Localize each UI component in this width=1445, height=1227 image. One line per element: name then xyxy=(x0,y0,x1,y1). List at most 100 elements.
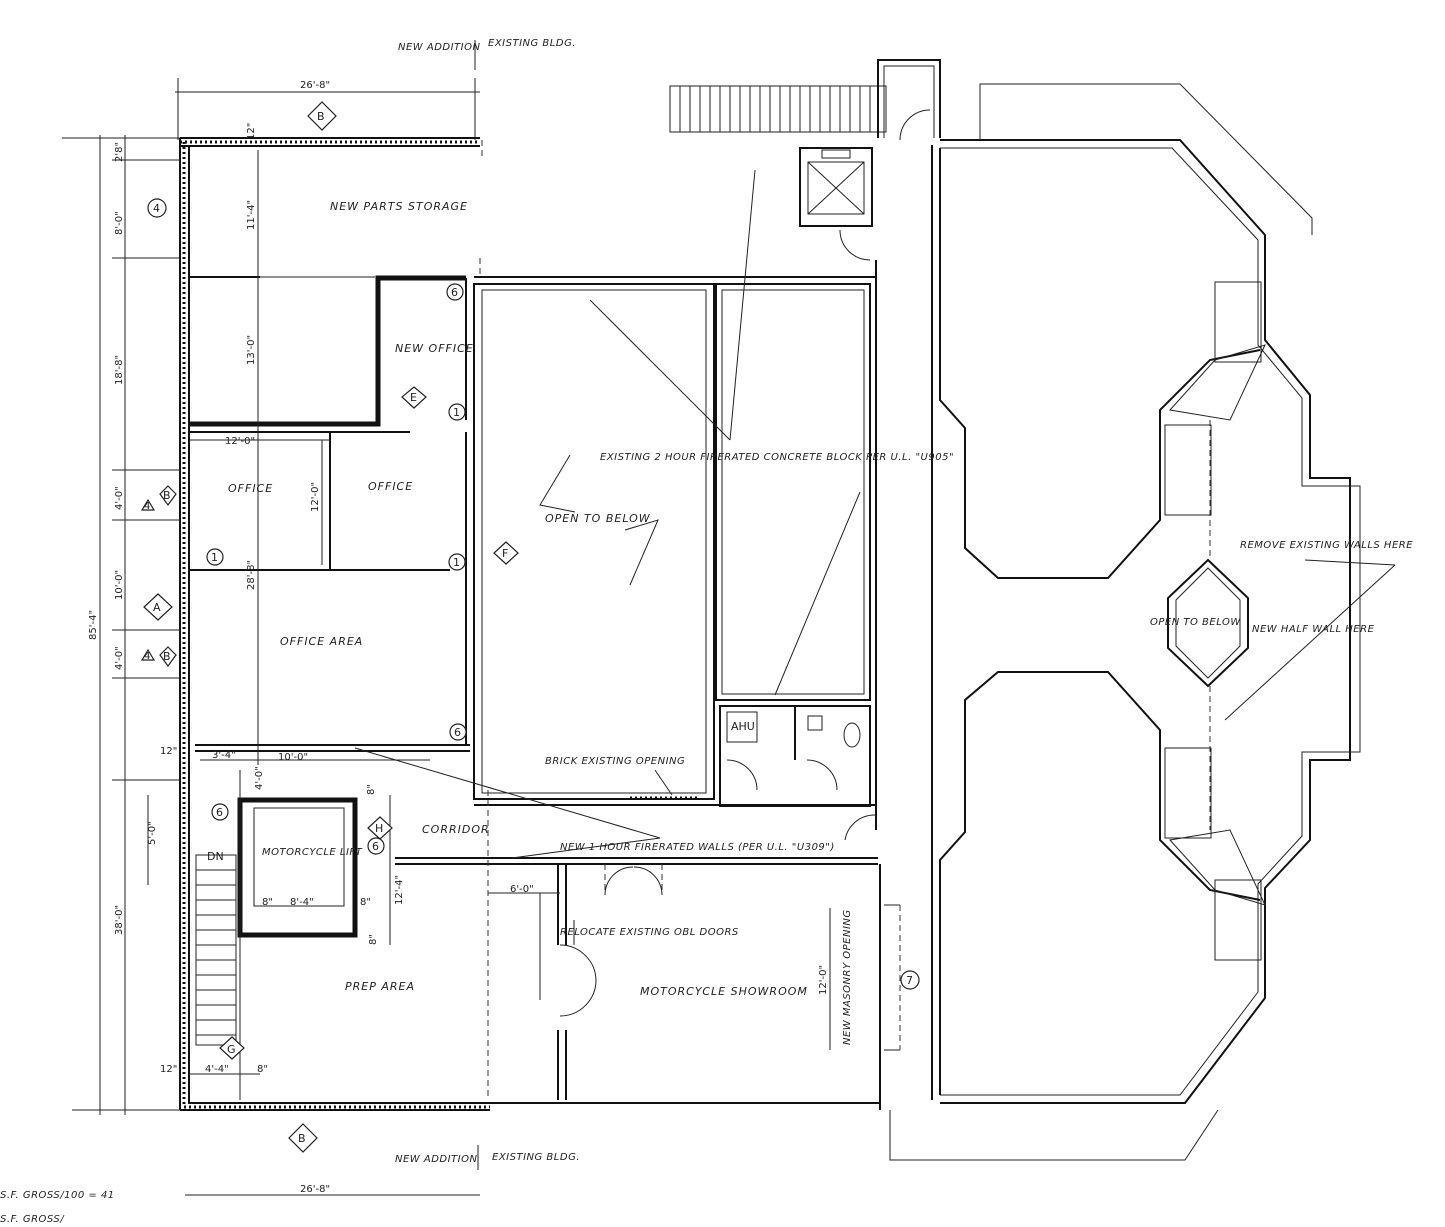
tag-h-marker: H xyxy=(367,816,393,840)
room-motorcycle-showroom: MOTORCYCLE SHOWROOM xyxy=(640,985,808,998)
dim-top-width: 26'-8" xyxy=(300,80,330,91)
dim-4-0b: 4'-0" xyxy=(114,646,125,670)
dim-12-bot: 12" xyxy=(160,1064,177,1075)
svg-text:B: B xyxy=(163,489,171,502)
new-addition-walls xyxy=(179,137,490,1111)
elevator-stairs-top xyxy=(669,59,941,261)
tag-g-marker: G xyxy=(219,1036,245,1060)
tag-4a-delta: 4 xyxy=(140,498,156,512)
tag-1c-circle: 1 xyxy=(448,553,466,571)
svg-text:1: 1 xyxy=(453,556,460,569)
tag-6b-circle: 6 xyxy=(211,803,229,821)
grid-b1-marker: B xyxy=(159,485,177,507)
note-new-masonry: NEW MASONRY OPENING xyxy=(842,909,853,1045)
room-open-to-below-small: OPEN TO BELOW xyxy=(1150,617,1241,628)
svg-text:B: B xyxy=(317,110,325,123)
tag-7-circle: 7 xyxy=(900,970,920,990)
note-new-half-wall: NEW HALF WALL HERE xyxy=(1252,624,1375,635)
room-office-area: OFFICE AREA xyxy=(280,635,363,648)
right-stairs xyxy=(1164,281,1266,961)
grid-markers: B B A B B E F H xyxy=(140,101,920,1153)
note-dn: DN xyxy=(207,850,224,863)
room-new-office: NEW OFFICE xyxy=(395,342,474,355)
note-existing-bldg-bottom: EXISTING BLDG. xyxy=(492,1152,580,1163)
dim-4-0-lift: 4'-0" xyxy=(254,766,265,790)
dim-28-8: 28'-8" xyxy=(246,560,257,590)
dim-10-0-h: 10'-0" xyxy=(278,752,308,763)
leader-lines xyxy=(354,169,1396,945)
note-new-addition-top: NEW ADDITION xyxy=(398,42,480,53)
open-to-below-shaft xyxy=(473,260,877,830)
svg-text:6: 6 xyxy=(451,286,458,299)
dim-18-8: 18'-8" xyxy=(114,355,125,385)
svg-text:B: B xyxy=(298,1132,306,1145)
svg-text:4: 4 xyxy=(144,651,150,662)
dim-12-0-show: 12'-0" xyxy=(818,965,829,995)
svg-text:G: G xyxy=(227,1043,236,1056)
dim-2-8: 2'8" xyxy=(114,142,125,162)
dim-8-lift: 8" xyxy=(366,784,377,795)
dim-11-4: 11'-4" xyxy=(246,200,257,230)
svg-text:6: 6 xyxy=(372,840,379,853)
room-new-parts-storage: NEW PARTS STORAGE xyxy=(330,200,468,213)
dim-12-top: 12" xyxy=(246,123,257,140)
svg-text:B: B xyxy=(163,650,171,663)
dim-8-4: 8'-4" xyxy=(290,897,314,908)
grid-b2-marker: B xyxy=(159,646,177,668)
dim-3-4: 3'-4" xyxy=(212,750,236,761)
room-motorcycle-lift: MOTORCYCLE LIFT xyxy=(262,847,363,858)
dim-8-0: 8'-0" xyxy=(114,211,125,235)
dim-12-mid: 12" xyxy=(160,746,177,757)
svg-text:6: 6 xyxy=(454,726,461,739)
svg-text:7: 7 xyxy=(906,974,913,987)
dim-5-0: 5'-0" xyxy=(147,821,158,845)
room-ahu: AHU xyxy=(731,720,755,733)
note-existing-bldg-top: EXISTING BLDG. xyxy=(488,38,576,49)
dim-4-0a: 4'-0" xyxy=(114,486,125,510)
tag-6c-circle: 6 xyxy=(367,837,385,855)
existing-building xyxy=(889,83,1361,1161)
note-sf-gross-2: S.F. GROSS/ xyxy=(0,1214,65,1225)
svg-text:H: H xyxy=(375,822,383,835)
note-remove-walls: REMOVE EXISTING WALLS HERE xyxy=(1240,540,1413,551)
svg-text:4: 4 xyxy=(153,202,160,215)
dim-8-a: 8" xyxy=(262,897,273,908)
grid-b-bottom-marker: B xyxy=(288,1123,318,1153)
svg-text:F: F xyxy=(502,547,508,560)
note-existing-firerated: EXISTING 2 HOUR FIRERATED CONCRETE BLOCK… xyxy=(600,452,954,463)
room-labels: NEW PARTS STORAGE NEW OFFICE OFFICE OFFI… xyxy=(228,200,1241,998)
dimension-labels: 26'-8" 26'-8" 85'-4" 2'8" 8'-0" 18'-8" 4… xyxy=(88,80,829,1195)
svg-text:6: 6 xyxy=(216,806,223,819)
dim-overall-height: 85'-4" xyxy=(88,610,99,640)
tag-1b-circle: 1 xyxy=(448,403,466,421)
motorcycle-lift xyxy=(237,770,358,1100)
left-stair xyxy=(195,854,237,1046)
dim-13-0: 13'-0" xyxy=(246,335,257,365)
dimension-lines xyxy=(62,40,831,1196)
dim-38-0: 38'-0" xyxy=(114,905,125,935)
grid-b-top-marker: B xyxy=(307,101,337,131)
grid-a-marker: A xyxy=(143,593,173,621)
dim-8-b: 8" xyxy=(360,897,371,908)
dim-12-0-h: 12'-0" xyxy=(225,436,255,447)
note-sf-gross-1: S.F. GROSS/100 = 41 xyxy=(0,1190,115,1201)
svg-text:1: 1 xyxy=(211,551,218,564)
note-relocate-doors: RELOCATE EXISTING OBL DOORS xyxy=(560,927,739,938)
room-corridor: CORRIDOR xyxy=(422,823,490,836)
note-brick-existing: BRICK EXISTING OPENING xyxy=(545,756,685,767)
tag-6d-circle: 6 xyxy=(446,283,464,301)
tag-1a-circle: 1 xyxy=(206,548,224,566)
room-office-right: OFFICE xyxy=(368,480,413,493)
dim-bottom-width: 26'-8" xyxy=(300,1184,330,1195)
dim-4-4: 4'-4" xyxy=(205,1064,229,1075)
room-office-left: OFFICE xyxy=(228,482,273,495)
interior-partitions xyxy=(189,275,470,752)
svg-text:1: 1 xyxy=(453,406,460,419)
tag-f-marker: F xyxy=(493,541,519,565)
lower-partitions xyxy=(395,140,901,1110)
tag-e-marker: E xyxy=(401,386,427,409)
svg-text:A: A xyxy=(153,601,161,614)
svg-text:4: 4 xyxy=(144,501,150,512)
dim-10-0: 10'-0" xyxy=(114,570,125,600)
